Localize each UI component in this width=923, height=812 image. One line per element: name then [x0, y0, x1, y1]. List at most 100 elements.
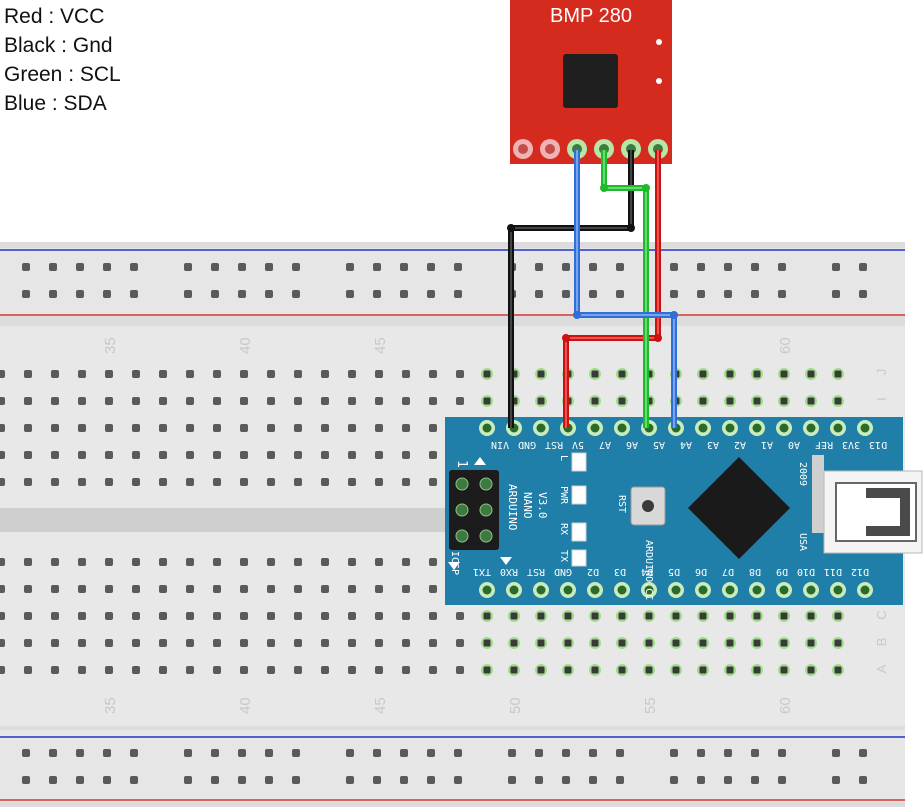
breadboard-hole	[78, 370, 86, 378]
breadboard-hole	[76, 776, 84, 784]
breadboard-hole	[375, 639, 383, 647]
reset-button-cap[interactable]	[642, 500, 654, 512]
breadboard-hole	[24, 397, 32, 405]
breadboard-hole	[859, 776, 867, 784]
connected-hole	[780, 370, 788, 378]
pin-pad-hole	[752, 423, 762, 433]
breadboard-hole	[159, 397, 167, 405]
pin-pad-hole	[563, 585, 573, 595]
breadboard-hole	[670, 290, 678, 298]
breadboard-hole	[427, 749, 435, 757]
pin1-arrow-icon	[474, 457, 486, 465]
breadboard-holes	[0, 263, 867, 784]
bottom-pin-label: RX0	[500, 566, 518, 577]
breadboard-hole	[186, 478, 194, 486]
connected-hole	[618, 666, 626, 674]
connected-hole	[780, 639, 788, 647]
breadboard-hole	[456, 612, 464, 620]
connected-hole	[699, 666, 707, 674]
top-pin-label: A0	[788, 439, 800, 450]
connected-hole	[591, 639, 599, 647]
breadboard-hole	[51, 558, 59, 566]
breadboard-hole	[697, 776, 705, 784]
breadboard-hole	[132, 370, 140, 378]
breadboard-hole	[132, 424, 140, 432]
icsp-pin	[479, 529, 493, 543]
breadboard-hole	[535, 290, 543, 298]
breadboard-hole	[400, 263, 408, 271]
breadboard-hole	[213, 451, 221, 459]
breadboard-hole	[402, 397, 410, 405]
pin-pad-hole	[617, 585, 627, 595]
connected-hole	[699, 639, 707, 647]
connected-hole	[510, 666, 518, 674]
breadboard-hole	[454, 749, 462, 757]
breadboard-hole	[24, 639, 32, 647]
breadboard-hole	[184, 263, 192, 271]
breadboard-hole	[159, 370, 167, 378]
breadboard-hole	[400, 290, 408, 298]
row-letter: B	[874, 638, 889, 647]
connected-hole	[537, 370, 545, 378]
connected-hole	[537, 639, 545, 647]
breadboard-hole	[105, 478, 113, 486]
breadboard-hole	[0, 397, 5, 405]
breadboard-hole	[105, 370, 113, 378]
pin-pad-hole	[536, 423, 546, 433]
breadboard-hole	[159, 585, 167, 593]
wire-bend-point	[600, 184, 608, 192]
breadboard-hole	[22, 776, 30, 784]
column-number: 50	[507, 697, 524, 714]
connected-hole	[753, 639, 761, 647]
pin-pad-hole	[860, 585, 870, 595]
breadboard-hole	[105, 585, 113, 593]
top-pin-label: D13	[869, 439, 887, 450]
breadboard-hole	[0, 370, 5, 378]
breadboard-hole	[670, 263, 678, 271]
connected-hole	[564, 612, 572, 620]
connected-hole	[483, 639, 491, 647]
connected-hole	[780, 397, 788, 405]
breadboard-hole	[22, 749, 30, 757]
breadboard-hole	[429, 424, 437, 432]
bottom-pin-label: D4	[641, 566, 653, 577]
top-pin-label: 5V	[572, 439, 584, 450]
connected-hole	[618, 370, 626, 378]
breadboard-hole	[24, 558, 32, 566]
breadboard-hole	[78, 424, 86, 432]
pin-pad-hole	[482, 423, 492, 433]
scl-wire-highlight	[603, 150, 647, 428]
connected-hole	[834, 666, 842, 674]
column-number: 60	[777, 337, 794, 354]
top-pin-label: A6	[626, 439, 638, 450]
breadboard-hole	[51, 424, 59, 432]
connected-hole	[699, 370, 707, 378]
connected-hole	[537, 612, 545, 620]
breadboard-hole	[321, 585, 329, 593]
breadboard-hole	[294, 424, 302, 432]
icsp-pin	[455, 529, 469, 543]
top-pin-label: REF	[815, 439, 833, 450]
usb-icon	[866, 488, 910, 536]
top-pin-label: A5	[653, 439, 665, 450]
icsp-pin	[455, 503, 469, 517]
wire-bend-point	[507, 224, 515, 232]
breadboard-hole	[132, 585, 140, 593]
breadboard-hole	[24, 424, 32, 432]
breadboard-hole	[429, 666, 437, 674]
breadboard-hole	[103, 749, 111, 757]
breadboard-hole	[240, 451, 248, 459]
connected-hole	[591, 397, 599, 405]
led-label-tx: TX	[558, 550, 569, 562]
breadboard-hole	[292, 749, 300, 757]
breadboard-hole	[267, 424, 275, 432]
led-tx	[571, 549, 587, 567]
sensor-header-pins	[513, 139, 668, 159]
connected-hole	[618, 397, 626, 405]
breadboard-hole	[616, 263, 624, 271]
pin-pad-hole	[779, 585, 789, 595]
connected-hole	[483, 370, 491, 378]
legend-green-scl: Green : SCL	[4, 63, 121, 86]
breadboard-hole	[105, 666, 113, 674]
breadboard-hole	[751, 263, 759, 271]
